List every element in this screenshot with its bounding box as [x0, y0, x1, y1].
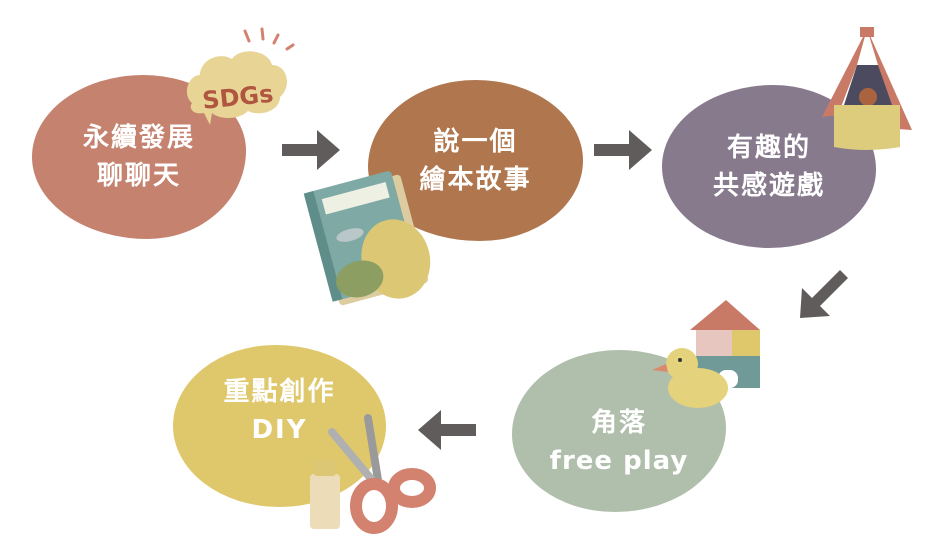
step-3-line1: 有趣的	[726, 132, 811, 163]
step-4-line2: free play	[549, 446, 689, 476]
arrow-left-icon	[418, 410, 476, 450]
scissors-glue-icon	[310, 414, 436, 534]
step-5-line2: DIY	[251, 415, 308, 445]
step-5-creative-diy: 重點創作 DIY	[173, 345, 386, 507]
picture-book-icon	[303, 171, 431, 306]
arrow-right-icon	[594, 130, 652, 170]
step-2-line2: 繪本故事	[419, 164, 532, 195]
step-1-line1: 永續發展	[82, 123, 195, 153]
step-3-line2: 共感遊戲	[712, 170, 825, 201]
arrow-down-left-icon	[800, 270, 848, 318]
arrow-right-icon	[282, 130, 340, 170]
sdgs-speech-cloud-icon: SDGs	[186, 27, 295, 125]
step-2-line1: 說一個	[433, 126, 518, 157]
step-4-line1: 角落	[590, 408, 647, 438]
step-5-line1: 重點創作	[223, 377, 336, 407]
toy-blocks-duck-icon	[652, 300, 760, 408]
step-1-line2: 聊聊天	[96, 161, 181, 191]
puppet-theater-icon	[822, 27, 912, 150]
